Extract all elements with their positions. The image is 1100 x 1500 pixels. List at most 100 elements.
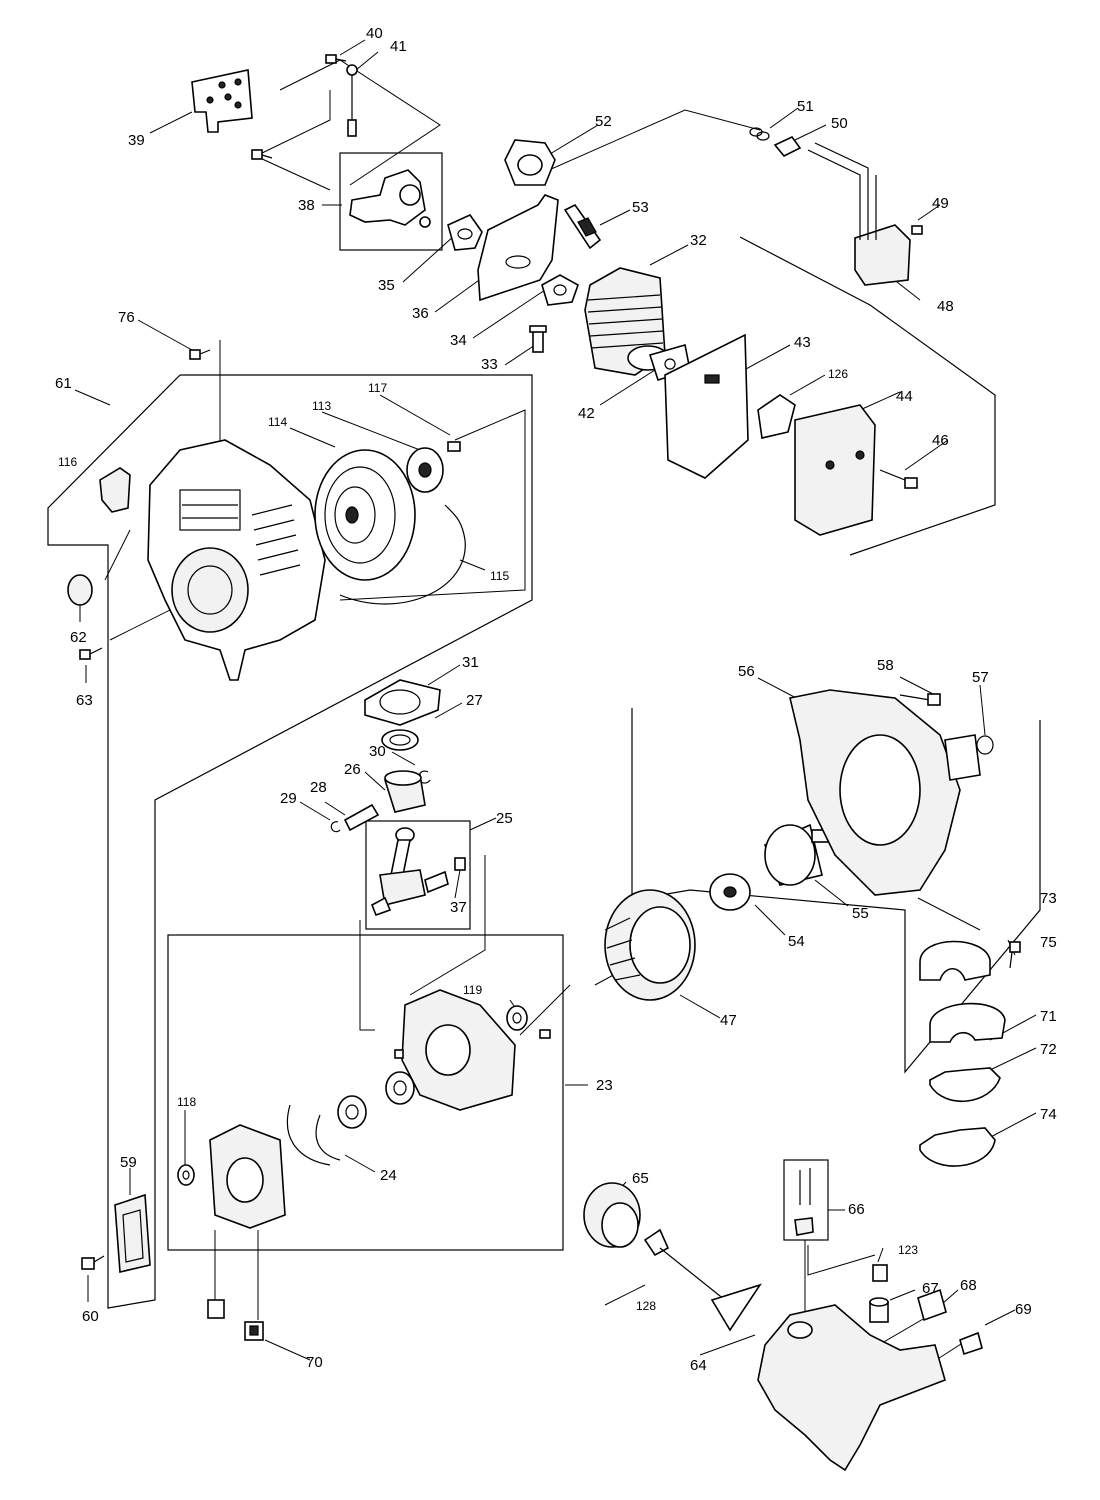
crankshaft-detail-box (365, 820, 471, 930)
label-40: 40 (366, 25, 383, 42)
label-53: 53 (632, 199, 649, 216)
part-75-bolt (1009, 941, 1021, 969)
part-49-screw (911, 225, 923, 235)
part-126-spark-arrester (757, 394, 796, 439)
label-23: 23 (596, 1077, 613, 1094)
label-118: 118 (177, 1095, 196, 1109)
label-26: 26 (344, 761, 361, 778)
part-66-fuel-filter-set (794, 1168, 814, 1236)
part-72-clamp (929, 1067, 1001, 1103)
part-39-insulator-plate (191, 69, 253, 133)
label-65: 65 (632, 1170, 649, 1187)
label-56: 56 (738, 663, 755, 680)
part-56-clutch-case (789, 689, 981, 896)
part-50-plug-clip (773, 135, 802, 158)
part-57-circlip (976, 735, 994, 755)
part-44-muffler (794, 404, 876, 536)
part-115-starter-rope (339, 504, 466, 605)
part-119-oil-seal (506, 1005, 528, 1031)
label-27: 27 (466, 692, 483, 709)
label-48: 48 (937, 298, 954, 315)
label-119: 119 (463, 983, 482, 997)
label-50: 50 (831, 115, 848, 132)
label-54: 54 (788, 933, 805, 950)
part-62-primer-bulb (67, 574, 93, 606)
part-114-recoil-spring (314, 449, 416, 581)
part-25-crankshaft (370, 827, 449, 917)
label-70: 70 (306, 1354, 323, 1371)
label-114: 114 (268, 415, 287, 429)
label-25: 25 (496, 810, 513, 827)
label-117: 117 (368, 381, 387, 395)
label-115: 115 (490, 569, 509, 583)
label-33: 33 (481, 356, 498, 373)
part-34-gasket (541, 274, 579, 306)
label-116: 116 (58, 455, 77, 469)
muffler-group-frame (739, 236, 996, 556)
part-37-key (454, 857, 466, 871)
label-51: 51 (797, 98, 814, 115)
part-52-spark-plug-boot (504, 139, 556, 186)
label-66: 66 (848, 1201, 865, 1218)
part-screw-119a (539, 1029, 551, 1039)
label-62: 62 (70, 629, 87, 646)
part-73-clamp (919, 940, 991, 981)
label-126: 126 (828, 367, 848, 381)
part-128-strainer (643, 1228, 762, 1332)
part-64-fuel-tank (757, 1304, 946, 1472)
part-54-clutch (709, 873, 751, 911)
part-40-screw (325, 54, 347, 64)
label-71: 71 (1040, 1008, 1057, 1025)
part-46-bolt (879, 469, 918, 489)
label-55: 55 (852, 905, 869, 922)
label-63: 63 (76, 692, 93, 709)
part-123-fuel-filter (872, 1264, 888, 1282)
part-74-clamp (919, 1127, 996, 1167)
part-27-piston-ring (381, 729, 419, 751)
carb-mount-detail-box (339, 152, 443, 251)
part-117-screw (447, 441, 461, 452)
leader-lines (74, 39, 1037, 1381)
label-32: 32 (690, 232, 707, 249)
label-72: 72 (1040, 1041, 1057, 1058)
label-41: 41 (390, 38, 407, 55)
label-61: 61 (55, 375, 72, 392)
part-bearing-2 (337, 1095, 367, 1129)
label-49: 49 (932, 195, 949, 212)
part-58-bolt (899, 693, 941, 706)
part-bearing (385, 1071, 415, 1105)
part-59-grommet (114, 1193, 151, 1273)
part-36-heat-plate (477, 194, 559, 302)
label-38: 38 (298, 197, 315, 214)
part-24-crankcase-gasket (286, 1104, 341, 1166)
part-68-grommet (917, 1288, 947, 1322)
part-33-decomp-valve (529, 325, 547, 353)
label-52: 52 (595, 113, 612, 130)
part-76-screw (189, 349, 211, 360)
label-73: 73 (1040, 890, 1057, 907)
label-34: 34 (450, 332, 467, 349)
part-53-spark-plug (563, 203, 602, 250)
part-29-circlip (330, 821, 341, 833)
fuel-filter-detail-box (783, 1159, 829, 1241)
label-37: 37 (450, 899, 467, 916)
label-64: 64 (690, 1357, 707, 1374)
label-67: 67 (922, 1280, 939, 1297)
part-48-ignition-coil (807, 142, 911, 286)
part-61-starter-case (147, 439, 326, 681)
part-116-starter-handle (99, 467, 131, 513)
part-31-gasket (364, 679, 441, 726)
label-30: 30 (369, 743, 386, 760)
part-118-oil-seal (177, 1164, 195, 1186)
label-29: 29 (280, 790, 297, 807)
label-76: 76 (118, 309, 135, 326)
label-47: 47 (720, 1012, 737, 1029)
label-58: 58 (877, 657, 894, 674)
part-70-damper (244, 1321, 264, 1341)
part-60-screw (81, 1255, 105, 1270)
label-36: 36 (412, 305, 429, 322)
part-28-piston-pin (343, 803, 380, 832)
part-71-clamp (929, 1002, 1006, 1043)
label-35: 35 (378, 277, 395, 294)
starter-group-frame (47, 374, 533, 1309)
